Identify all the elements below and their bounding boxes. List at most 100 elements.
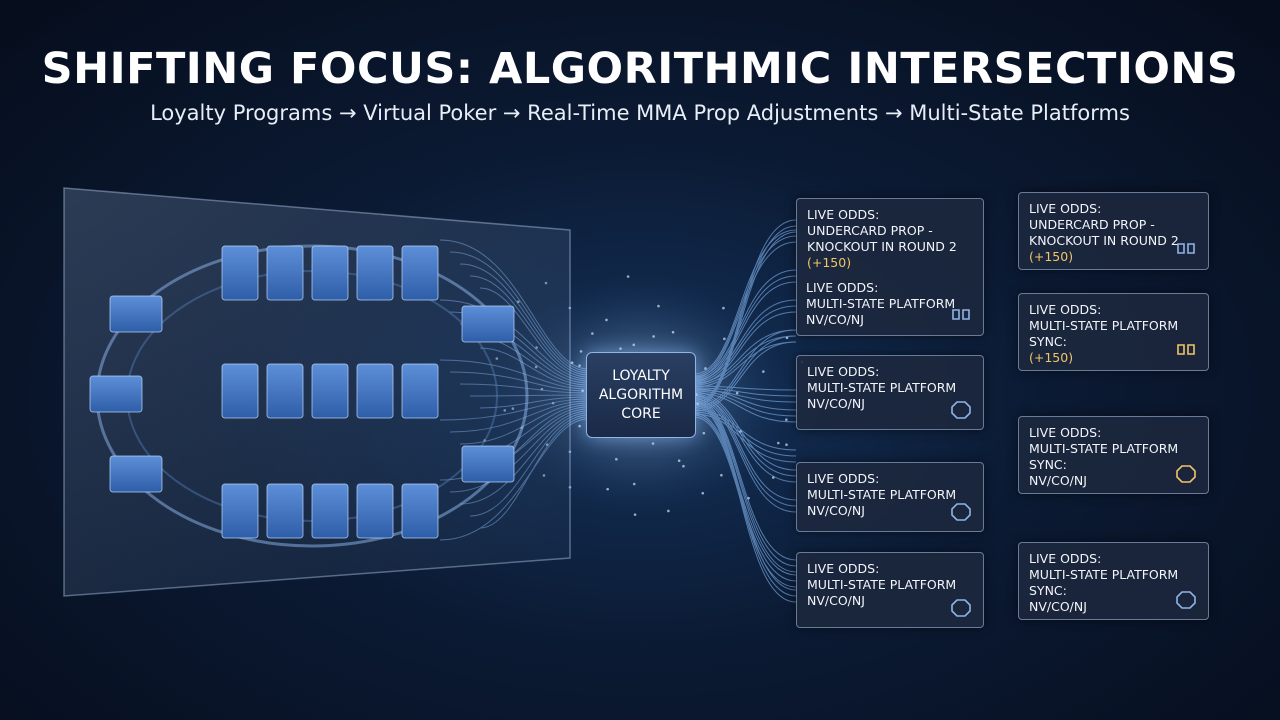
card-line: MULTI-STATE PLATFORM [807,487,957,502]
octagon-icon [1176,591,1196,609]
poker-card-tile [311,363,349,419]
glow-particle [652,335,655,338]
core-label-line-2: ALGORITHM [598,386,684,403]
odds-card-1-sub: LIVE ODDS: MULTI-STATE PLATFORM NV/CO/NJ [806,280,955,328]
odds-card-6: LIVE ODDS: MULTI-STATE PLATFORM SYNC: (+… [1018,293,1209,371]
wire-out [693,388,797,411]
card-line: NV/CO/NJ [806,312,864,327]
poker-seat-tile [461,305,515,343]
glow-particle [762,370,765,373]
odds-card-3: LIVE ODDS: MULTI-STATE PLATFORM NV/CO/NJ [796,462,984,532]
wire-out [693,394,797,501]
card-line: KNOCKOUT IN ROUND 2 [807,239,957,254]
poker-card-tile [221,483,259,539]
wire-out [693,385,797,391]
glow-particle [677,459,681,463]
wire-out [693,305,797,383]
page-subtitle: Loyalty Programs → Virtual Poker → Real-… [150,101,1130,125]
glow-particle [570,361,574,364]
glow-particle [626,275,630,278]
poker-card-tile [266,245,304,301]
boxing-gloves-icon [1177,344,1195,355]
glow-particle [735,391,739,395]
card-line: NV/CO/NJ [807,396,865,411]
card-line: LIVE ODDS: [1029,551,1102,566]
card-line: SYNC: [1029,457,1067,472]
wire-out [693,299,797,381]
wire-out [693,396,797,507]
wire-out [693,231,797,409]
glow-particle [671,330,675,334]
glow-particle [615,457,618,461]
boxing-gloves-icon [952,309,970,320]
card-line: LIVE ODDS: [807,561,880,576]
glow-particle [632,343,636,347]
card-line: MULTI-STATE PLATFORM [1029,441,1179,456]
card-line: LIVE ODDS: [807,207,880,222]
poker-seat-tile [89,375,143,413]
card-line: KNOCKOUT IN ROUND 2 [1029,233,1179,248]
card-line: UNDERCARD PROP - [1029,217,1155,232]
card-odds: (+150) [807,255,852,270]
card-line: SYNC: [1029,334,1067,349]
glow-particle [578,364,581,367]
loyalty-algorithm-core: LOYALTY ALGORITHM CORE [586,352,696,438]
wire-out [693,275,797,380]
glow-particle [578,424,581,428]
poker-card-tile [266,483,304,539]
glow-particle [591,332,594,335]
wire-out [693,412,797,576]
card-line: LIVE ODDS: [1029,302,1102,317]
odds-card-4: LIVE ODDS: MULTI-STATE PLATFORM NV/CO/NJ [796,552,984,628]
poker-card-tile [401,245,439,301]
glow-particle [720,473,723,477]
wire-out [693,416,797,588]
wire-out [693,269,797,378]
card-line: LIVE ODDS: [806,280,879,295]
card-line: NV/CO/NJ [807,593,865,608]
glow-particle [606,487,609,491]
card-line: MULTI-STATE PLATFORM [1029,318,1179,333]
glow-particle [633,513,637,516]
card-line: NV/CO/NJ [1029,473,1087,488]
poker-card-tile [311,245,349,301]
glow-particle [605,318,608,322]
glow-particle [785,336,789,340]
glow-particle [632,482,636,486]
wire-out [693,229,797,375]
odds-card-7: LIVE ODDS: MULTI-STATE PLATFORM SYNC: NV… [1018,416,1209,494]
poker-seat-tile [109,455,163,493]
glow-particle [771,476,775,479]
poker-card-tile [356,363,394,419]
poker-card-tile [266,363,304,419]
poker-card-tile [401,483,439,539]
poker-seat-tile [461,445,515,483]
glow-particle [702,431,706,435]
card-line: MULTI-STATE PLATFORM [807,577,957,592]
card-line: MULTI-STATE PLATFORM [807,380,957,395]
odds-card-8: LIVE ODDS: MULTI-STATE PLATFORM SYNC: NV… [1018,542,1209,620]
octagon-icon [951,599,971,617]
glow-particle [785,418,788,421]
glow-particle [747,496,750,500]
glow-particle [696,402,699,406]
card-odds: (+150) [1029,249,1074,264]
card-line: LIVE ODDS: [1029,425,1102,440]
glow-particle [704,367,707,370]
poker-card-tile [356,245,394,301]
wire-out [693,390,797,417]
octagon-icon [951,503,971,521]
wire-out [693,387,797,397]
poker-card-tile [311,483,349,539]
glow-particle [682,464,685,468]
wire-out [693,413,797,463]
glow-particle [581,389,584,393]
page-title: SHIFTING FOCUS: ALGORITHMIC INTERSECTION… [41,44,1239,94]
card-odds: (+150) [1029,350,1074,365]
glow-particle [785,443,788,447]
wire-out [693,329,797,384]
wire-out [693,329,797,408]
wire-out [693,335,797,410]
card-line: LIVE ODDS: [807,364,880,379]
odds-card-1: LIVE ODDS: UNDERCARD PROP - KNOCKOUT IN … [796,198,984,336]
